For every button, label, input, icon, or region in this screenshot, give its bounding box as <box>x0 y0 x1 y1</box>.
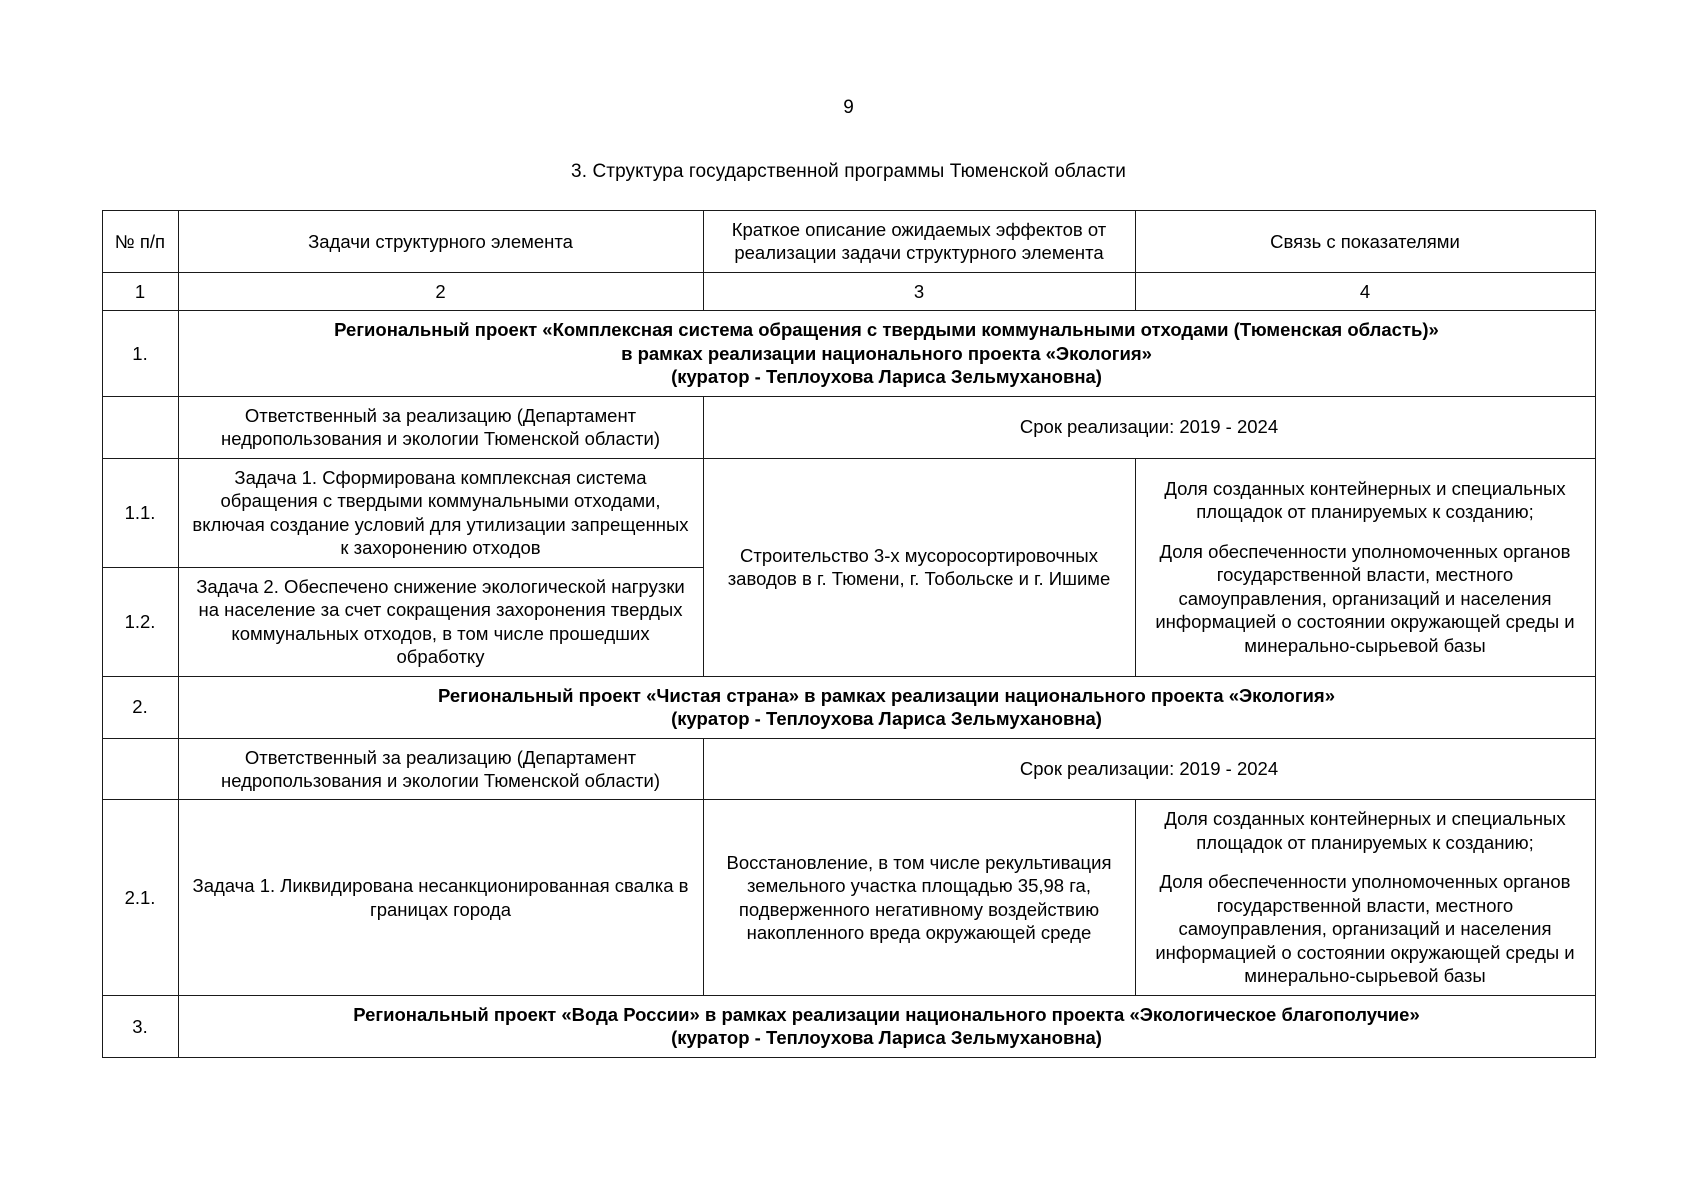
section-1-title-line-2: в рамках реализации национального проект… <box>621 342 1152 364</box>
section-1-number: 1. <box>101 310 179 397</box>
section-2-number: 2. <box>101 675 179 739</box>
section-3-title-row: 3. Региональный проект «Вода России» в р… <box>101 994 1596 1058</box>
section-1-title: Региональный проект «Комплексная система… <box>177 310 1596 397</box>
task-number-2-1: 2.1. <box>101 799 179 996</box>
section-3-title: Региональный проект «Вода России» в рамк… <box>177 994 1596 1058</box>
section-3-number: 3. <box>101 994 179 1058</box>
section-3-title-line-2: (куратор - Теплоухова Лариса Зельмуханов… <box>671 1027 1102 1049</box>
task-text-1-2: Задача 2. Обеспечено снижение экологичес… <box>177 566 704 677</box>
section-2-title: Региональный проект «Чистая страна» в ра… <box>177 675 1596 739</box>
section-1-effect: Строительство 3-х мусоросортировочных за… <box>702 457 1136 677</box>
table-row: 1.1. Задача 1. Сформирована комплексная … <box>101 457 1596 677</box>
section-1-indicators: Доля созданных контейнерных и специальны… <box>1134 457 1596 677</box>
section-2-responsible: Ответственный за реализацию (Департамент… <box>177 737 704 801</box>
section-2-term: Срок реализации: 2019 - 2024 <box>702 737 1596 801</box>
section-1-indicator-1: Доля созданных контейнерных и специальны… <box>1164 477 1566 523</box>
section-1-title-line-1: Региональный проект «Комплексная система… <box>334 319 1439 341</box>
section-1-title-row: 1. Региональный проект «Комплексная сист… <box>101 310 1596 397</box>
column-header-number: № п/п <box>101 209 179 273</box>
section-2-title-line-1: Региональный проект «Чистая страна» в ра… <box>437 684 1336 706</box>
section-1-responsible-row: Ответственный за реализацию (Департамент… <box>101 395 1596 459</box>
section-2-indicators: Доля созданных контейнерных и специальны… <box>1134 799 1596 996</box>
section-2-indicator-2: Доля обеспеченности уполномоченных орган… <box>1155 871 1575 987</box>
section-3-title-line-1: Региональный проект «Вода России» в рамк… <box>353 1003 1420 1025</box>
table-row: 2.1. Задача 1. Ликвидирована несанкциони… <box>101 799 1596 996</box>
section-2-indicator-1: Доля созданных контейнерных и специальны… <box>1164 808 1566 853</box>
column-header-task: Задачи структурного элемента <box>177 209 704 273</box>
section-2-responsible-number <box>101 737 179 801</box>
section-1-term: Срок реализации: 2019 - 2024 <box>702 395 1596 459</box>
column-index-3: 3 <box>702 271 1136 312</box>
column-header-description: Краткое описание ожидаемых эффектов от р… <box>702 209 1136 273</box>
structure-table: № п/п Задачи структурного элемента Кратк… <box>101 209 1596 1058</box>
task-text-2-1: Задача 1. Ликвидирована несанкционирован… <box>177 799 704 996</box>
page-number: 9 <box>843 97 854 118</box>
section-1-responsible-number <box>101 395 179 459</box>
page-title: 3. Структура государственной программы Т… <box>571 161 1126 182</box>
section-2-title-row: 2. Региональный проект «Чистая страна» в… <box>101 675 1596 739</box>
section-1-responsible: Ответственный за реализацию (Департамент… <box>177 395 704 459</box>
section-2-title-line-2: (куратор - Теплоухова Лариса Зельмуханов… <box>671 708 1102 730</box>
column-index-4: 4 <box>1134 271 1596 312</box>
table-column-number-row: 1 2 3 4 <box>101 271 1596 312</box>
section-2-responsible-row: Ответственный за реализацию (Департамент… <box>101 737 1596 801</box>
column-index-2: 2 <box>177 271 704 312</box>
section-1-title-line-3: (куратор - Теплоухова Лариса Зельмуханов… <box>671 366 1102 388</box>
column-index-1: 1 <box>101 271 179 312</box>
section-2-effect: Восстановление, в том числе рекультиваци… <box>702 799 1136 996</box>
task-number-1-2: 1.2. <box>101 566 179 677</box>
column-header-indicators: Связь с показателями <box>1134 209 1596 273</box>
task-number-1-1: 1.1. <box>101 457 179 568</box>
table-row: 1.2. Задача 2. Обеспечено снижение эколо… <box>101 566 1595 677</box>
table-header-row: № п/п Задачи структурного элемента Кратк… <box>101 209 1596 273</box>
task-text-1-1: Задача 1. Сформирована комплексная систе… <box>177 457 704 568</box>
section-1-indicator-2: Доля обеспеченности уполномоченных орган… <box>1155 540 1575 656</box>
